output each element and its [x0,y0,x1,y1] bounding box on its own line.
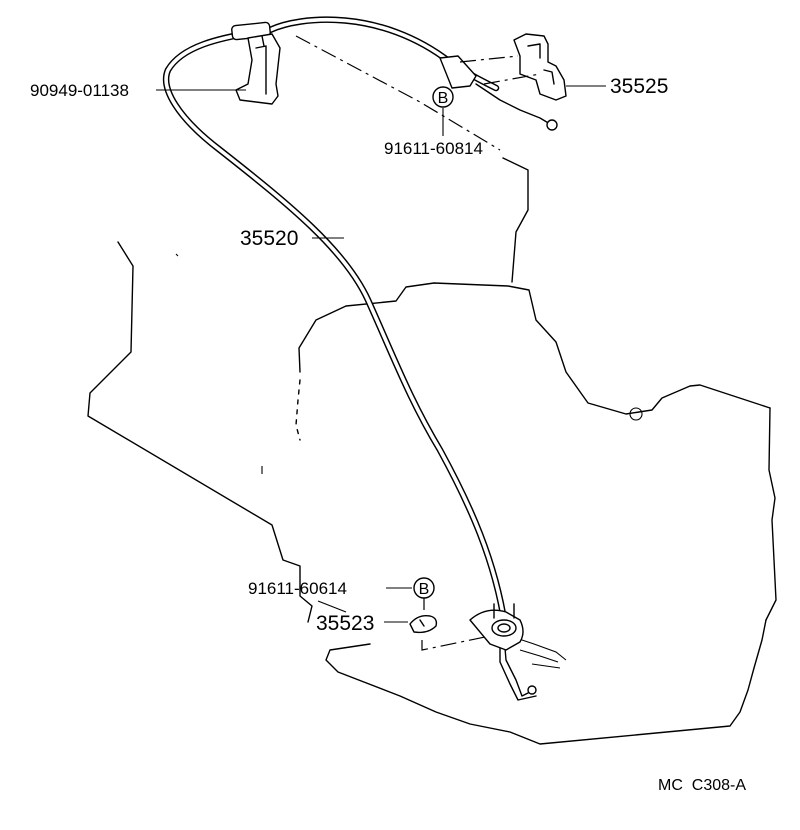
cable-clip [235,33,281,105]
diagram-code: MC C308-A [658,777,746,794]
part-label-bolt-upper: 91611-60814 [384,139,483,158]
bracket-dashline-1 [459,55,519,63]
retainer-part [409,614,438,634]
lower-retainer-dashline [421,635,491,651]
part-label-bolt-lower: 91611-60614 [248,579,347,598]
lower-cable-bracket [469,603,524,651]
lower-bolt-marker: B [413,577,435,599]
throttle-cable [162,16,558,701]
cable-bracket [513,33,567,101]
leader-lines [156,85,606,623]
part-label-clip: 90949-01138 [30,81,129,100]
upper-bolt-marker: B [432,86,454,108]
bracket-dashline-2 [483,73,541,85]
transmission-housing-outline [87,157,777,745]
part-label-cable: 35520 [240,227,298,250]
part-label-retainer: 35523 [316,612,374,635]
part-label-bracket: 35525 [610,75,668,98]
upper-bolt-marker-label: B [438,90,449,107]
lower-bolt-marker-label: B [419,581,430,598]
upper-bolt-dashline [295,35,501,151]
